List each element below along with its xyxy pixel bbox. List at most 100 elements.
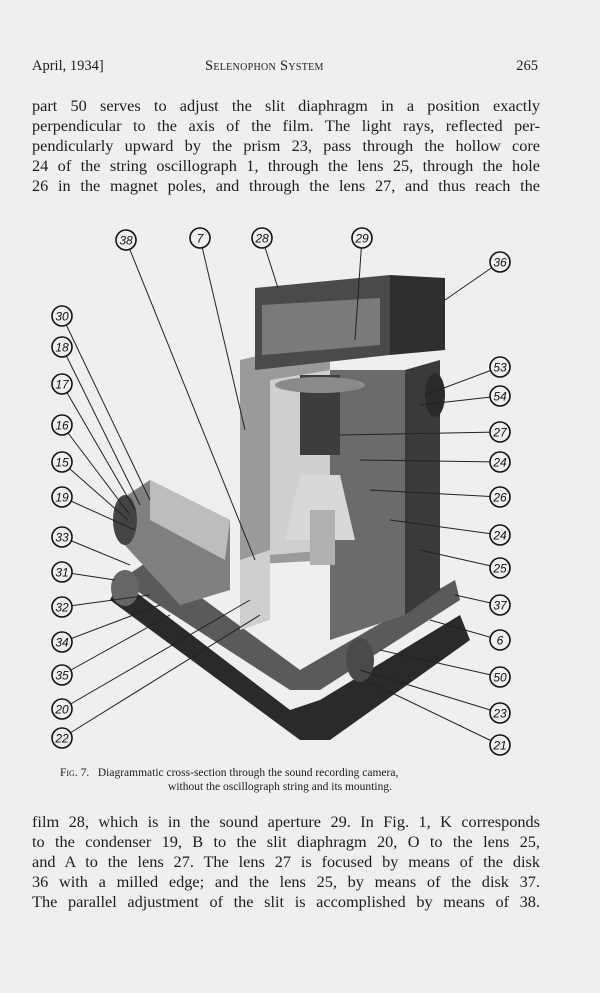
callout-circle bbox=[251, 227, 273, 249]
callout-number: 36 bbox=[493, 256, 507, 270]
callout-circle bbox=[489, 356, 511, 378]
callout-number: 38 bbox=[119, 234, 133, 248]
leader-line bbox=[61, 461, 129, 521]
callout-number: 29 bbox=[354, 232, 369, 246]
callout-number: 20 bbox=[54, 703, 69, 717]
leader-line bbox=[389, 519, 501, 536]
callout-number: 26 bbox=[492, 491, 507, 505]
callout-number: 18 bbox=[55, 341, 69, 355]
callout-circle bbox=[51, 561, 73, 583]
callout-circle bbox=[489, 385, 511, 407]
callout-circle bbox=[489, 629, 511, 651]
callout-circle bbox=[489, 702, 511, 724]
paragraph-top: part 50 serves to adjust the slit diaphr… bbox=[32, 96, 540, 196]
text-line: 24 of the string oscillograph 1, through… bbox=[32, 156, 540, 175]
leader-line bbox=[444, 261, 501, 301]
callout-circle bbox=[51, 727, 73, 749]
callout-circle bbox=[489, 734, 511, 756]
callout-number: 23 bbox=[492, 707, 507, 721]
leader-line bbox=[429, 619, 501, 641]
leader-line bbox=[359, 669, 501, 714]
callout-number: 50 bbox=[493, 671, 507, 685]
leader-line bbox=[199, 237, 246, 431]
callout-number: 28 bbox=[254, 232, 269, 246]
camera-illustration bbox=[110, 275, 470, 740]
callout-circle bbox=[51, 336, 73, 358]
callout-circle bbox=[51, 526, 73, 548]
callout-number: 15 bbox=[55, 456, 69, 470]
callout-number: 25 bbox=[492, 562, 507, 576]
callout-number: 7 bbox=[197, 232, 205, 246]
leader-line bbox=[61, 496, 136, 531]
caption-text: Diagrammatic cross-section through the s… bbox=[97, 767, 399, 779]
leader-line bbox=[61, 614, 261, 739]
text-line: 36 with a milled edge; and the lens 25, … bbox=[32, 872, 540, 891]
leader-line bbox=[354, 237, 363, 341]
leader-line bbox=[61, 536, 131, 566]
callout-circle bbox=[51, 486, 73, 508]
callout-number: 27 bbox=[492, 426, 508, 440]
callout-circle bbox=[51, 664, 73, 686]
callout-number: 34 bbox=[55, 636, 69, 650]
callout-circle bbox=[489, 524, 511, 546]
callout-number: 53 bbox=[493, 361, 507, 375]
leader-line bbox=[419, 549, 501, 569]
text-line: film 28, which is in the sound aperture … bbox=[32, 812, 540, 831]
leader-line bbox=[424, 366, 501, 396]
callout-circle bbox=[115, 229, 137, 251]
callout-number: 30 bbox=[55, 310, 69, 324]
figure-caption-line1: Fig. 7. Diagrammatic cross-section throu… bbox=[60, 766, 600, 780]
text-line: part 50 serves to adjust the slit diaphr… bbox=[32, 96, 540, 115]
leader-line bbox=[61, 346, 141, 506]
text-line: perpendicular to the axis of the film. T… bbox=[32, 116, 540, 135]
leader-line bbox=[61, 424, 131, 516]
text-line: to the condenser 19, B to the slit diaph… bbox=[32, 832, 540, 851]
leader-line bbox=[61, 599, 251, 710]
callout-number: 16 bbox=[55, 419, 69, 433]
callout-number: 19 bbox=[55, 491, 69, 505]
callout-number: 35 bbox=[55, 669, 69, 683]
leader-line bbox=[364, 679, 501, 746]
text-line: 26 in the magnet poles, and through the … bbox=[32, 176, 540, 195]
text-line: and A to the lens 27. The lens 27 is foc… bbox=[32, 852, 540, 871]
leader-line bbox=[339, 431, 501, 436]
callout-number: 22 bbox=[54, 732, 69, 746]
callout-number: 6 bbox=[497, 634, 504, 648]
callout-circle bbox=[51, 414, 73, 436]
leader-line bbox=[61, 315, 151, 501]
callout-number: 32 bbox=[55, 601, 69, 615]
callout-number: 37 bbox=[493, 599, 508, 613]
callout-circle bbox=[51, 631, 73, 653]
callout-number: 24 bbox=[492, 456, 507, 470]
paragraph-bottom: film 28, which is in the sound aperture … bbox=[32, 812, 540, 912]
leader-line bbox=[359, 459, 501, 463]
callout-circle bbox=[489, 451, 511, 473]
leader-line bbox=[369, 489, 501, 498]
callout-circle bbox=[489, 486, 511, 508]
callout-circle bbox=[51, 698, 73, 720]
text-line: The parallel adjustment of the slit is a… bbox=[32, 892, 540, 911]
callout-number: 24 bbox=[492, 529, 507, 543]
leader-line bbox=[61, 614, 171, 676]
callout-circle bbox=[489, 594, 511, 616]
leader-line bbox=[125, 239, 256, 561]
leader-line bbox=[379, 649, 501, 678]
callout-number: 54 bbox=[493, 390, 507, 404]
leader-line bbox=[61, 594, 151, 608]
callout-number: 31 bbox=[55, 566, 68, 580]
callout-circle bbox=[51, 451, 73, 473]
callout-circle bbox=[489, 251, 511, 273]
callout-circle bbox=[51, 305, 73, 327]
callout-circle bbox=[489, 666, 511, 688]
running-header-title: Selenophon System bbox=[205, 58, 324, 74]
callout-circle bbox=[51, 596, 73, 618]
leader-line bbox=[419, 395, 501, 406]
callout-number: 33 bbox=[55, 531, 69, 545]
callout-circle bbox=[189, 227, 211, 249]
callout-circle bbox=[489, 421, 511, 443]
page-number: 265 bbox=[516, 58, 538, 74]
callout-number: 17 bbox=[55, 378, 70, 392]
callout-circle bbox=[51, 373, 73, 395]
